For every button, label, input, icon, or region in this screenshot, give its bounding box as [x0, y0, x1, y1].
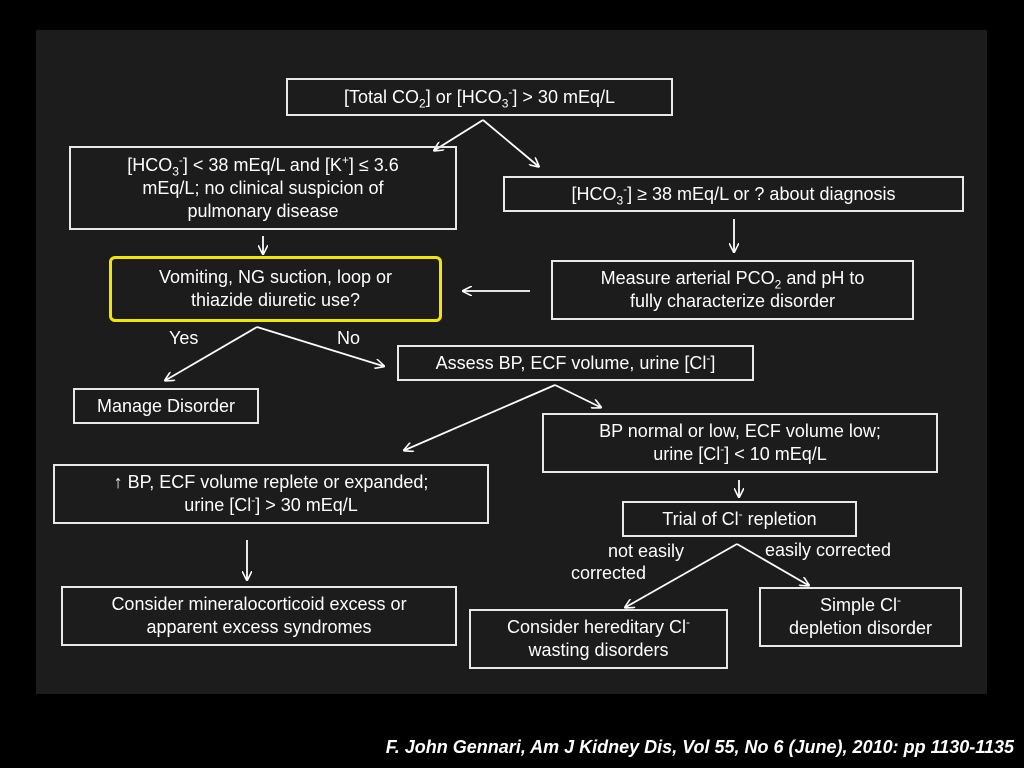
- measure-pco2-box: Measure arterial PCO2 and pH to fully ch…: [551, 260, 914, 320]
- diagram-panel: [36, 30, 987, 694]
- not-easily-label: not easily corrected: [571, 541, 685, 583]
- mineralocorticoid-box: Consider mineralocorticoid excess or app…: [61, 586, 457, 646]
- bp-low-box: BP normal or low, ECF volume low; urine …: [542, 413, 938, 473]
- measure-pco2-text: Measure arterial PCO2 and pH to fully ch…: [600, 268, 865, 311]
- trial-cl-text: Trial of Cl- repletion: [662, 506, 817, 529]
- simple-cl-box: Simple Cl- depletion disorder: [759, 587, 962, 647]
- hco3-lt38-box: [HCO3-] < 38 mEq/L and [K+] ≤ 3.6 mEq/L;…: [69, 146, 457, 230]
- arrow-total-to-left: [435, 119, 484, 150]
- simple-cl-text: Simple Cl- depletion disorder: [788, 593, 933, 638]
- easily-corrected-label: easily corrected: [765, 540, 892, 560]
- bp-high-text: ↑ BP, ECF volume replete or expanded; ur…: [113, 472, 429, 515]
- mineralocorticoid-text: Consider mineralocorticoid excess or app…: [111, 594, 407, 637]
- citation-text: F. John Gennari, Am J Kidney Dis, Vol 55…: [385, 737, 1014, 757]
- total-co2-text: [Total CO2] or [HCO3-] > 30 mEq/L: [344, 84, 615, 111]
- assess-bp-text: Assess BP, ECF volume, urine [Cl-]: [435, 350, 716, 373]
- bp-low-text: BP normal or low, ECF volume low; urine …: [599, 421, 881, 464]
- vomiting-box: Vomiting, NG suction, loop or thiazide d…: [109, 256, 442, 322]
- total-co2-box: [Total CO2] or [HCO3-] > 30 mEq/L: [286, 78, 673, 116]
- hco3-ge38-box: [HCO3-] ≥ 38 mEq/L or ? about diagnosis: [503, 176, 964, 212]
- hco3-lt38-text: [HCO3-] < 38 mEq/L and [K+] ≤ 3.6 mEq/L;…: [127, 152, 399, 221]
- assess-bp-box: Assess BP, ECF volume, urine [Cl-]: [397, 345, 754, 381]
- vomiting-text: Vomiting, NG suction, loop or thiazide d…: [158, 267, 393, 310]
- arrow-trial-to-simple: [736, 543, 808, 585]
- arrow-assess-to-bplow: [554, 384, 600, 407]
- yes-label: Yes: [169, 328, 199, 348]
- manage-disorder-text: Manage Disorder: [96, 395, 236, 416]
- bp-high-box: ↑ BP, ECF volume replete or expanded; ur…: [53, 464, 489, 524]
- arrow-vomiting-no: [256, 326, 383, 366]
- trial-cl-box: Trial of Cl- repletion: [622, 501, 857, 537]
- manage-disorder-box: Manage Disorder: [73, 388, 259, 424]
- hereditary-cl-text: Consider hereditary Cl- wasting disorder…: [506, 615, 691, 660]
- no-label: No: [337, 328, 361, 348]
- arrow-total-to-right: [482, 119, 538, 166]
- arrow-assess-to-bphigh: [405, 384, 556, 450]
- arrow-trial-to-hereditary: [626, 543, 738, 607]
- arrow-vomiting-yes: [166, 326, 258, 380]
- hereditary-cl-box: Consider hereditary Cl- wasting disorder…: [469, 609, 728, 669]
- hco3-ge38-text: [HCO3-] ≥ 38 mEq/L or ? about diagnosis: [571, 181, 896, 208]
